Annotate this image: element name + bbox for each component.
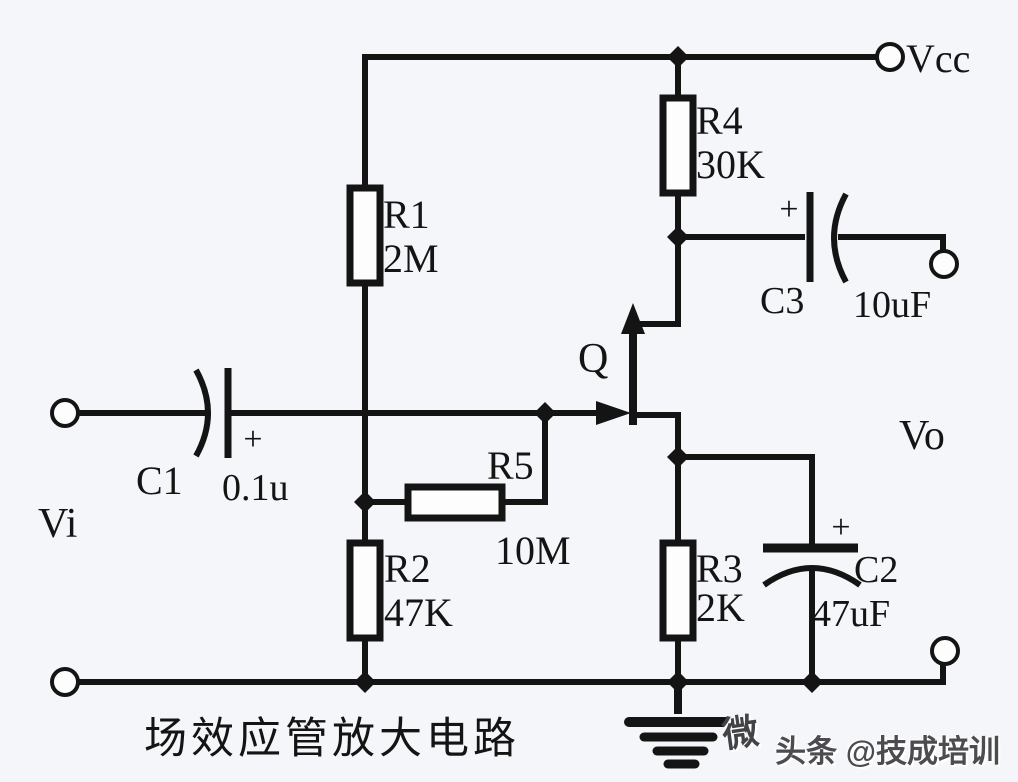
resistor-r1-value: 2M: [383, 236, 439, 281]
terminal-vcc: [875, 42, 905, 72]
resistor-r3-value: 2K: [696, 585, 745, 630]
ground-icon: [624, 717, 732, 769]
fet-gate-arrow-icon: [596, 401, 631, 425]
junction-dot: [667, 446, 689, 468]
capacitor-c1-value: 0.1u: [222, 467, 289, 509]
capacitor-c3-label: C3: [760, 280, 804, 322]
junction-dot: [801, 671, 823, 693]
resistor-r5-label: R5: [487, 443, 534, 488]
resistor-r4-label: R4: [696, 98, 743, 143]
vo-label: Vo: [899, 413, 945, 459]
resistor-r5-body: [404, 483, 506, 522]
diagram-title: 场效应管放大电路: [144, 715, 520, 763]
capacitor-c3-value: 10uF: [853, 284, 931, 326]
capacitor-c2-plus-icon: +: [831, 509, 850, 546]
terminal-input: [50, 398, 80, 428]
resistor-r2-label: R2: [384, 546, 431, 591]
capacitor-c2-plate-curved: [762, 565, 862, 588]
junction-dot-group: [354, 46, 823, 693]
wire-top-rail: [362, 54, 877, 192]
capacitor-c1-plus-icon: +: [243, 421, 262, 458]
resistor-r2-body: [346, 539, 384, 642]
wire-r5-right: [502, 416, 548, 505]
wire-group: [78, 54, 946, 714]
capacitor-c2-label: C2: [854, 549, 898, 591]
capacitor-c2-value: 47uF: [812, 593, 890, 635]
vi-label: Vi: [38, 501, 77, 547]
vcc-label: Vcc: [906, 36, 970, 81]
resistor-group: [346, 94, 697, 642]
transistor-label: Q: [578, 336, 608, 382]
wire-drain-lead: [636, 192, 681, 327]
terminal-group: [50, 42, 960, 697]
resistor-r2-value: 47K: [384, 590, 453, 635]
fet-symbol: [596, 303, 645, 425]
resistor-r5-value: 10M: [495, 528, 571, 573]
terminal-output: [929, 249, 959, 279]
capacitor-c3-plate-curved: [831, 192, 849, 284]
terminal-output-return: [930, 636, 960, 666]
capacitor-c1-label: C1: [136, 458, 183, 503]
junction-dot: [667, 226, 689, 248]
resistor-r4-value: 30K: [696, 142, 765, 187]
wire-source-lead: [636, 412, 681, 545]
junction-dot: [667, 46, 689, 68]
capacitor-c1-plate-curved: [193, 368, 211, 458]
capacitor-c3-plus-icon: +: [779, 191, 798, 228]
resistor-r3-body: [659, 539, 697, 642]
junction-dot: [667, 671, 689, 693]
junction-dot: [534, 402, 556, 424]
watermark-overlay: 微: [719, 710, 761, 756]
watermark-brand: 头条 @技成培训: [775, 734, 1000, 769]
junction-dot: [354, 671, 376, 693]
wire-source-to-c2: [678, 454, 815, 545]
resistor-r1-label: R1: [383, 192, 430, 237]
wire-c3-right: [838, 234, 946, 251]
resistor-r3-label: R3: [696, 546, 743, 591]
terminal-input-return: [50, 667, 80, 697]
capacitor-group: [193, 192, 862, 588]
resistor-r4-body: [659, 94, 697, 197]
junction-dot: [354, 491, 376, 513]
fet-drain-arrow-icon: [621, 303, 645, 334]
resistor-r1-body: [346, 184, 384, 287]
